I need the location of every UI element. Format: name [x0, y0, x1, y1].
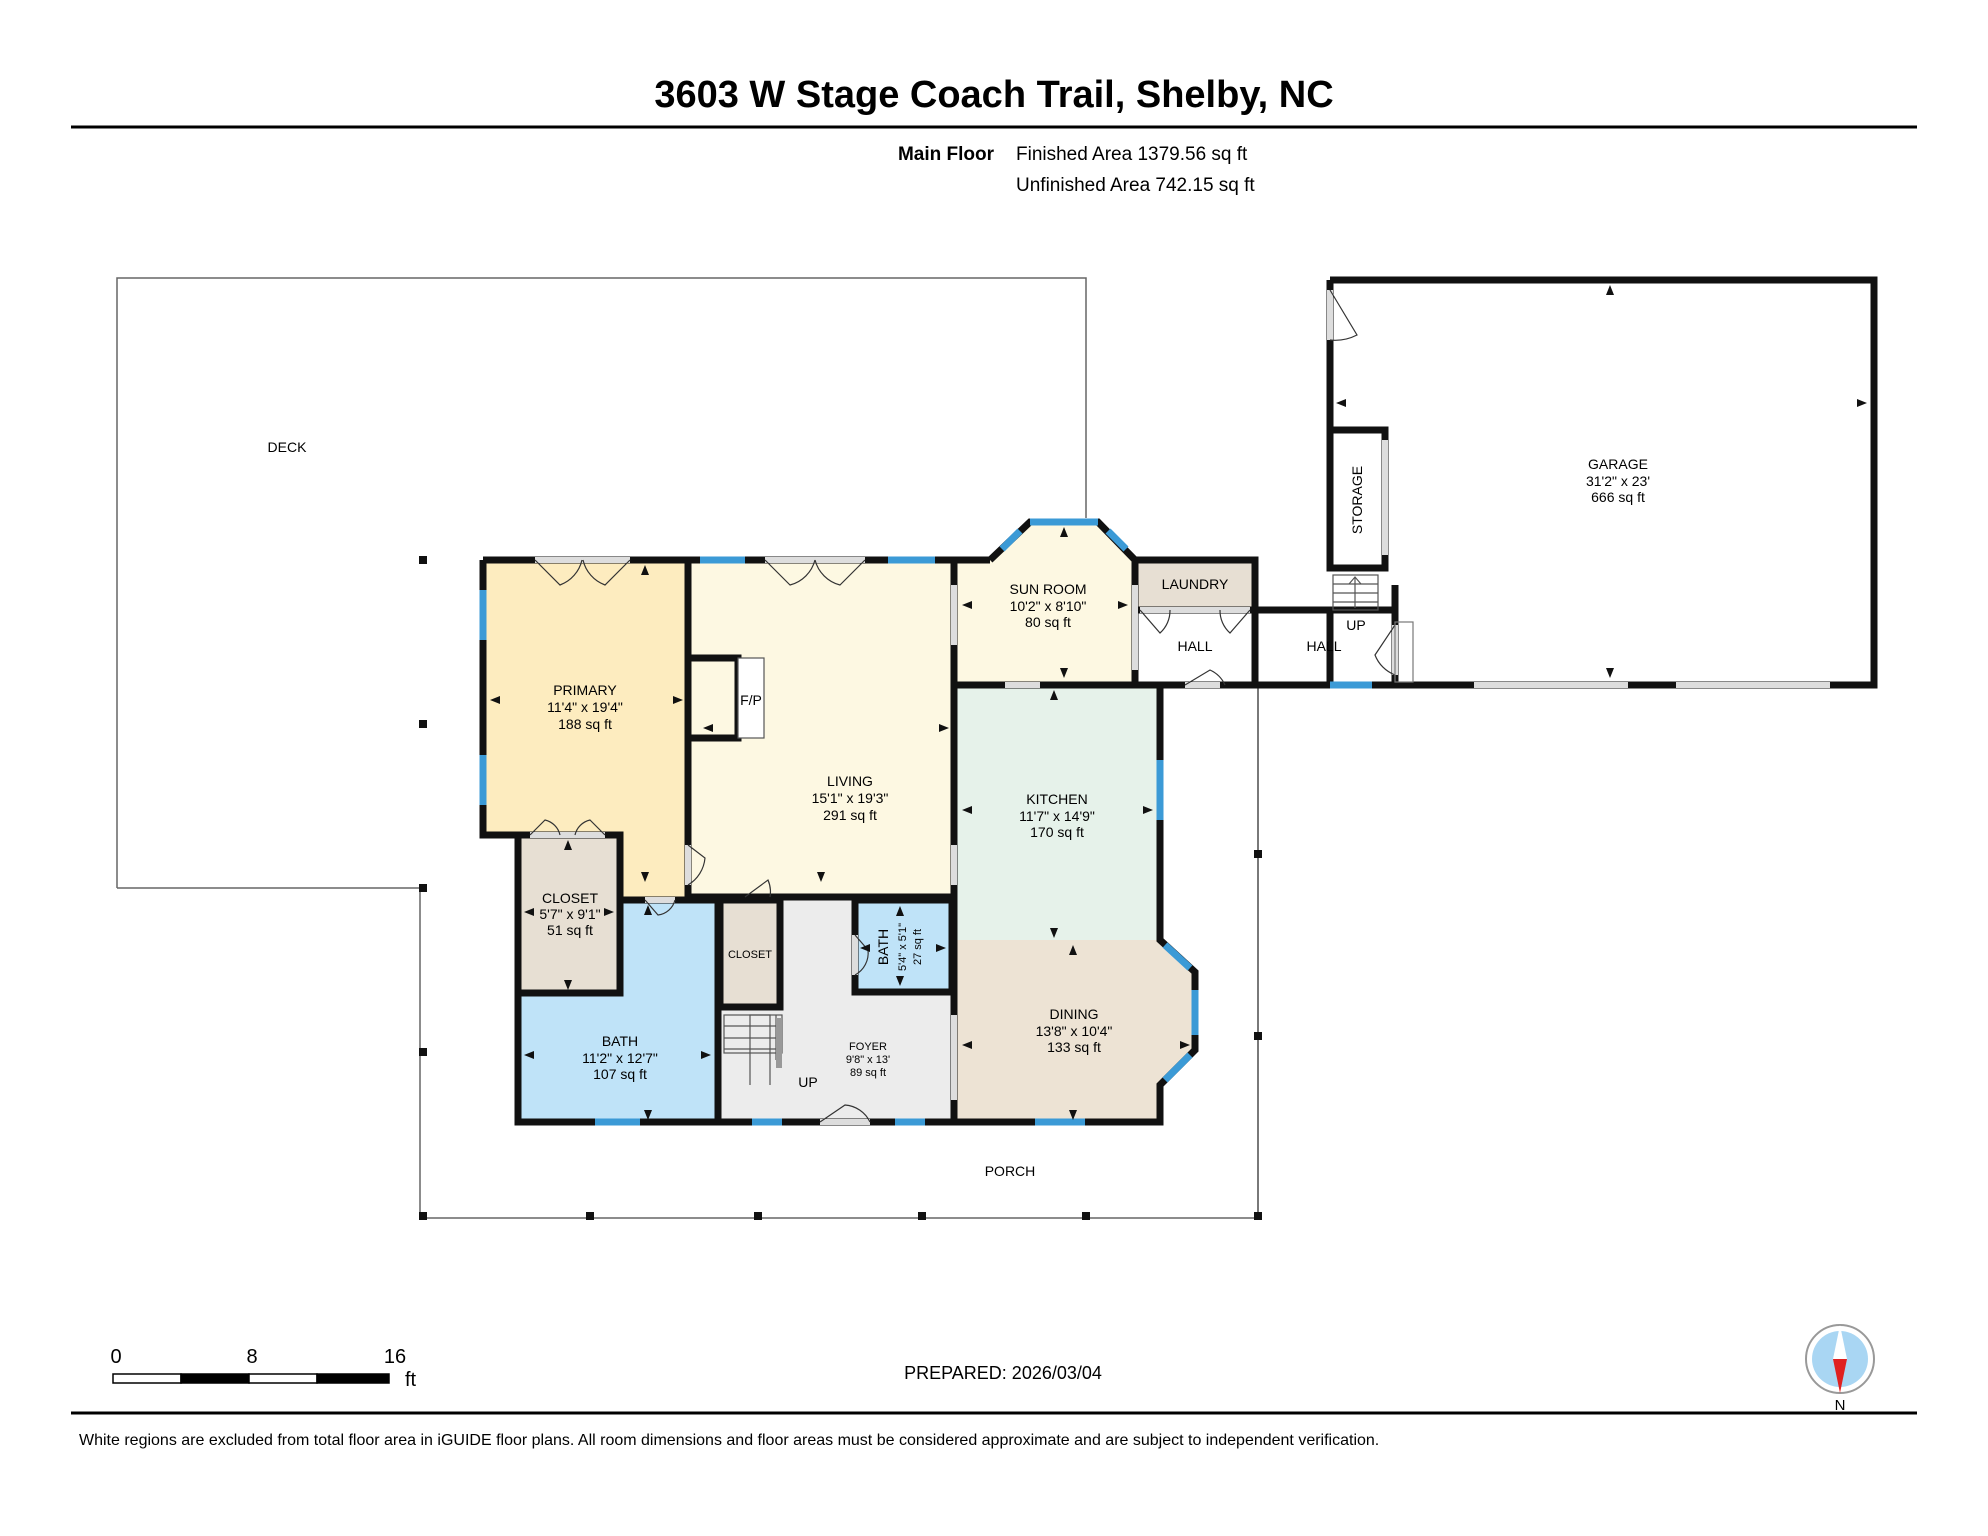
living-room — [688, 560, 954, 897]
scale-bar: 0 8 16 ft — [110, 1346, 416, 1391]
living-label: LIVING — [827, 773, 873, 789]
foyer-area: 89 sq ft — [850, 1067, 886, 1079]
deck-label: DECK — [268, 439, 308, 455]
garage-label: GARAGE — [1588, 456, 1648, 472]
kitchen-room — [954, 685, 1160, 940]
fireplace-hearth — [737, 657, 765, 739]
dimension-arrows — [490, 285, 1867, 1120]
primary-room — [483, 560, 688, 835]
sun-room-area: 80 sq ft — [1025, 614, 1071, 630]
laundry-room — [1135, 560, 1255, 608]
door-openings — [530, 290, 1830, 1125]
door-swings — [529, 289, 1396, 1123]
foyer-label: FOYER — [849, 1041, 887, 1053]
dining-area: 133 sq ft — [1047, 1039, 1101, 1055]
bath-primary-label: BATH — [602, 1033, 638, 1049]
foyer-dims: 9'8" x 13' — [846, 1054, 890, 1066]
compass-label: N — [1835, 1397, 1846, 1414]
sun-room-dims: 10'2" x 8'10" — [1010, 598, 1087, 614]
bath-half-dims: 5'4" x 5'1" — [897, 923, 909, 971]
hall-1-label: HALL — [1177, 638, 1212, 654]
living-area: 291 sq ft — [823, 807, 877, 823]
sun-room — [954, 522, 1135, 685]
porch-label: PORCH — [985, 1163, 1036, 1179]
closet-primary-room — [518, 835, 620, 993]
primary-room-lower — [620, 835, 688, 900]
dining-dims: 13'8" x 10'4" — [1036, 1023, 1113, 1039]
closet-primary-dims: 5'7" x 9'1" — [539, 906, 600, 922]
hall-2-label: HALL — [1306, 638, 1341, 654]
deck-posts — [419, 556, 1262, 1220]
living-dims: 15'1" x 19'3" — [812, 790, 889, 806]
primary-area: 188 sq ft — [558, 716, 612, 732]
hall-stair-label: UP — [1346, 617, 1365, 633]
laundry-label: LAUNDRY — [1162, 576, 1229, 592]
prepared-date: PREPARED: 2026/03/04 — [904, 1363, 1102, 1383]
bath-primary-dims: 11'2" x 12'7" — [582, 1050, 658, 1066]
kitchen-dims: 11'7" x 14'9" — [1019, 808, 1095, 824]
garage-area: 666 sq ft — [1591, 489, 1645, 505]
closet-primary-area: 51 sq ft — [547, 922, 593, 938]
foyer-stair-rail — [776, 1018, 782, 1068]
footer-disclaimer: White regions are excluded from total fl… — [79, 1432, 1379, 1449]
fireplace-label: F/P — [740, 692, 762, 708]
dining-label: DINING — [1050, 1006, 1099, 1022]
closet-primary-label: CLOSET — [542, 890, 598, 906]
finished-area: Finished Area 1379.56 sq ft — [1016, 144, 1248, 165]
primary-dims: 11'4" x 19'4" — [547, 699, 623, 715]
unfinished-area: Unfinished Area 742.15 sq ft — [1016, 175, 1255, 196]
scale-label-16: 16 — [384, 1346, 406, 1368]
hall-stairs — [1332, 574, 1379, 611]
storage-label: STORAGE — [1349, 466, 1365, 534]
room-labels: DECK PRIMARY 11'4" x 19'4" 188 sq ft F/P… — [268, 439, 1650, 1179]
compass-icon: N — [1805, 1324, 1875, 1414]
primary-label: PRIMARY — [553, 682, 617, 698]
closet-foyer-label: CLOSET — [728, 949, 772, 961]
scale-label-8: 8 — [246, 1346, 257, 1368]
windows — [479, 518, 1372, 1126]
scale-unit: ft — [405, 1369, 417, 1391]
bath-half-area: 27 sq ft — [912, 929, 924, 965]
garage-side-door — [1394, 621, 1414, 683]
address-title: 3603 W Stage Coach Trail, Shelby, NC — [654, 74, 1333, 116]
kitchen-area: 170 sq ft — [1030, 824, 1084, 840]
kitchen-label: KITCHEN — [1026, 791, 1087, 807]
dining-room — [954, 940, 1195, 1122]
bath-primary-room — [518, 900, 718, 1122]
bath-half-label: BATH — [875, 929, 891, 965]
scale-label-0: 0 — [110, 1346, 121, 1368]
floor-name: Main Floor — [898, 144, 995, 165]
closet-foyer-room-top — [720, 900, 780, 1007]
garage-dims: 31'2" x 23' — [1586, 473, 1650, 489]
bath-primary-area: 107 sq ft — [593, 1066, 647, 1082]
foyer-stair-label: UP — [798, 1074, 817, 1090]
deck-outline — [116, 277, 1087, 888]
sun-room-label: SUN ROOM — [1010, 581, 1087, 597]
